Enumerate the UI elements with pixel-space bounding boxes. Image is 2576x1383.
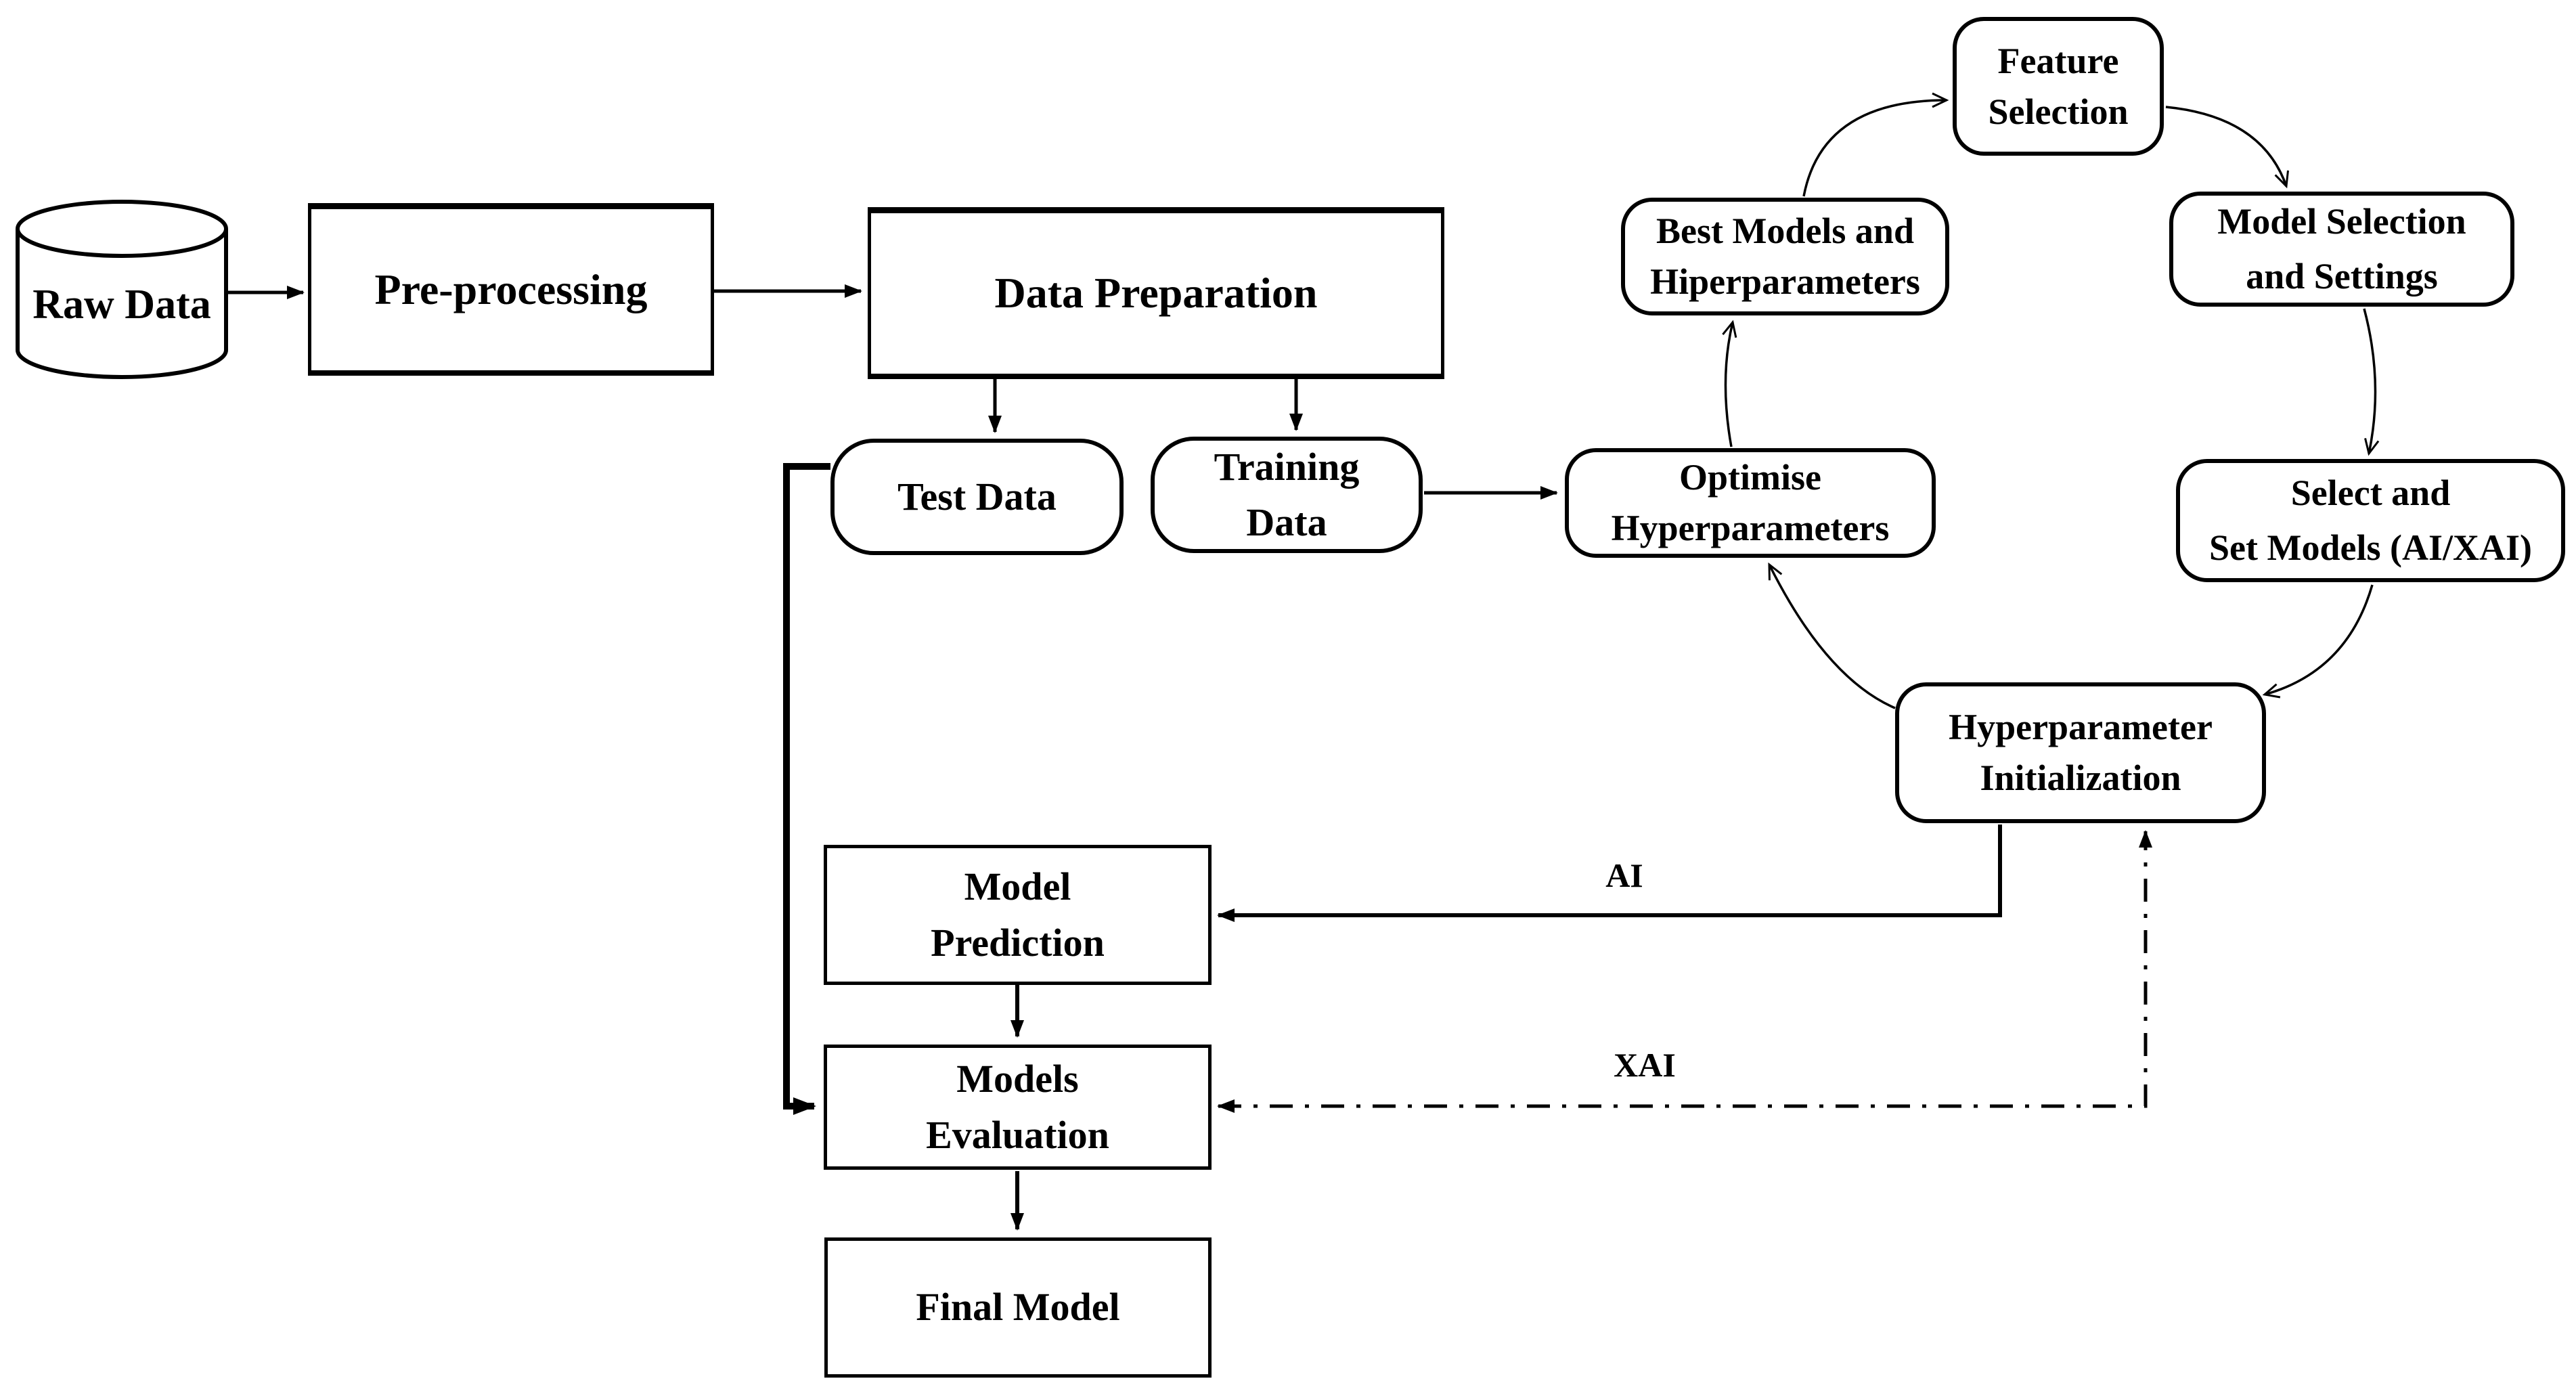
node-raw-data: Raw Data: [18, 264, 226, 345]
optimise-hyperparameters-label-line1: Optimise: [1679, 457, 1821, 498]
model-prediction-label-line2: Prediction: [931, 920, 1105, 965]
select-set-models-label-line1: Select and: [2290, 473, 2451, 513]
training-data-label-line2: Data: [1246, 500, 1327, 544]
edge-selectsetmodels-to-hyperinit: [2262, 584, 2374, 699]
models-evaluation-label-line2: Evaluation: [926, 1112, 1109, 1157]
edge-modelselection-to-selectsetmodels: [2363, 308, 2380, 456]
node-select-and-set-models: Select and Set Models (AI/XAI): [2176, 459, 2565, 582]
best-models-label-line2: Hiperparameters: [1650, 261, 1920, 302]
edge-label-xai: XAI: [1577, 1041, 1712, 1089]
node-pre-processing: Pre-processing: [308, 203, 714, 376]
test-data-label: Test Data: [897, 474, 1057, 519]
node-optimise-hyperparameters: Optimise Hyperparameters: [1565, 448, 1936, 558]
node-data-preparation: Data Preparation: [868, 207, 1444, 379]
model-selection-label-line2: and Settings: [2246, 256, 2438, 297]
edge-xai-modelsevaluation-to-hyperinit: [1217, 830, 2152, 1113]
pre-processing-label: Pre-processing: [374, 265, 648, 313]
edge-testdata-to-modelsevaluation: [783, 463, 830, 1115]
feature-selection-label-line1: Feature: [1997, 40, 2119, 81]
best-models-label-line1: Best Models and: [1656, 211, 1915, 252]
select-set-models-label-line2: Set Models (AI/XAI): [2209, 527, 2532, 568]
optimise-hyperparameters-label-line2: Hyperparameters: [1611, 508, 1890, 548]
node-hyperparameter-initialization: Hyperparameter Initialization: [1895, 682, 2266, 823]
node-models-evaluation: Models Evaluation: [824, 1045, 1212, 1170]
node-model-prediction: Model Prediction: [824, 845, 1212, 985]
hyperparameter-initialization-label-line1: Hyperparameter: [1949, 707, 2213, 748]
node-model-selection-and-settings: Model Selection and Settings: [2169, 192, 2514, 307]
edge-optimise-to-bestmodels: [1722, 320, 1737, 447]
final-model-label: Final Model: [916, 1285, 1120, 1330]
model-selection-label-line1: Model Selection: [2217, 201, 2466, 242]
ai-label-text: AI: [1605, 856, 1643, 894]
node-test-data: Test Data: [830, 439, 1124, 555]
node-final-model: Final Model: [824, 1237, 1212, 1378]
xai-label-text: XAI: [1614, 1046, 1676, 1084]
data-preparation-label: Data Preparation: [994, 269, 1318, 317]
edge-featureselection-to-modelselection: [2165, 106, 2289, 189]
hyperparameter-initialization-label-line2: Initialization: [1980, 758, 2181, 798]
node-training-data: Training Data: [1151, 437, 1423, 553]
node-best-models-and-hiperparameters: Best Models and Hiperparameters: [1621, 198, 1949, 315]
node-feature-selection: Feature Selection: [1953, 17, 2164, 156]
raw-data-label: Raw Data: [32, 281, 211, 328]
raw-data-cylinder-icon: [16, 200, 228, 379]
model-prediction-label-line1: Model: [964, 864, 1071, 909]
training-data-label-line1: Training: [1214, 444, 1360, 489]
edge-label-ai: AI: [1570, 852, 1679, 899]
edge-hyperinit-to-optimise: [1768, 562, 1896, 709]
edge-bestmodels-to-featureselection: [1802, 92, 1949, 197]
models-evaluation-label-line1: Models: [956, 1057, 1079, 1101]
feature-selection-label-line2: Selection: [1988, 91, 2129, 132]
